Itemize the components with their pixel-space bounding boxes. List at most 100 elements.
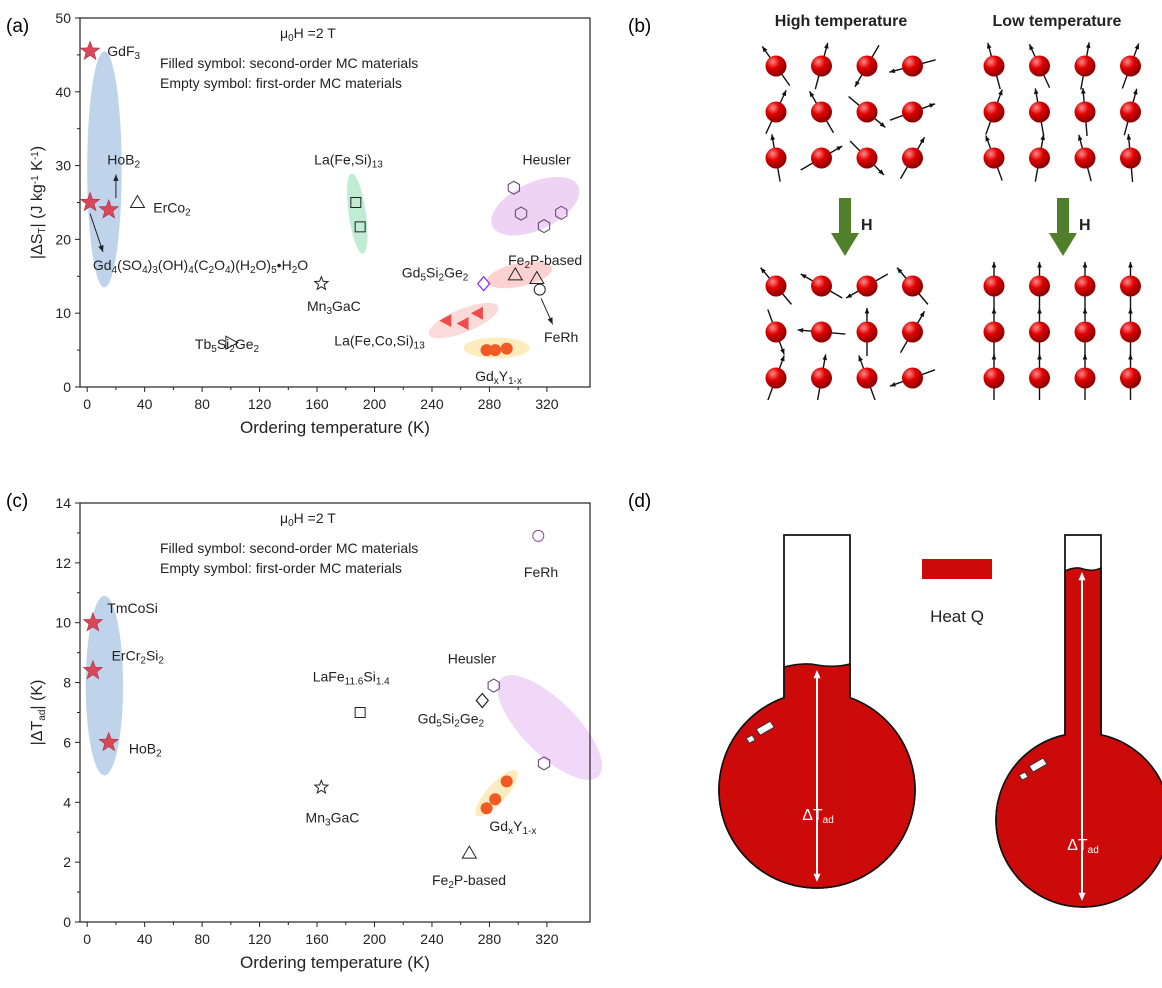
text-part: 13 — [372, 159, 384, 170]
data-point-circle-open — [532, 529, 545, 542]
spin-sphere — [1120, 101, 1141, 123]
y-tick-label: 2 — [63, 854, 71, 870]
point-label: Gd5Si2Ge2 — [418, 710, 485, 729]
point-label: Mn3GaC — [306, 809, 360, 828]
text-part: Si — [442, 710, 454, 726]
text-part: 4 — [225, 265, 231, 276]
text-part: Si — [146, 648, 158, 664]
group-ellipse — [87, 51, 122, 288]
text-part: 2 — [156, 748, 162, 759]
point-label: FeRh — [544, 329, 578, 345]
text-part: x — [508, 826, 513, 837]
arrow-head — [919, 311, 925, 318]
x-tick-label: 320 — [535, 931, 559, 947]
data-point-star-open — [313, 778, 330, 795]
annotation-arrow — [89, 213, 104, 253]
point-label: Fe2P-based — [432, 872, 506, 891]
arrow-head — [1126, 134, 1132, 140]
arrow-head — [1082, 308, 1088, 314]
glare-mark — [1018, 771, 1029, 781]
point-label: LaFe11.6Si1.4 — [313, 669, 390, 688]
spin-sphere — [983, 275, 1005, 297]
data-point-circle — [500, 342, 513, 355]
data-point-triangle — [507, 266, 524, 281]
text-part: ad — [823, 815, 834, 826]
arrow-head — [855, 80, 860, 87]
arrow-head — [809, 91, 815, 98]
text-part: (SO — [117, 257, 142, 273]
y-tick-label: 0 — [63, 379, 71, 395]
spin-sphere — [856, 147, 878, 169]
arrow-head — [797, 328, 804, 333]
thermometer-frame — [718, 534, 916, 889]
arrow-head — [864, 308, 870, 314]
x-tick-label: 160 — [305, 931, 329, 947]
data-point-triangle-left — [439, 314, 452, 328]
text-part: La(Fe,Co,Si) — [334, 333, 413, 349]
spin-sphere — [1074, 147, 1096, 169]
text-part: 2 — [229, 344, 235, 355]
point-label: La(Fe,Co,Si)13 — [334, 333, 425, 352]
glare-mark — [755, 720, 775, 736]
arrow-head — [547, 317, 553, 325]
text-part: 2 — [209, 265, 215, 276]
y-tick-label: 20 — [55, 231, 71, 247]
point-label: Gd5Si2Ge2 — [402, 265, 469, 284]
data-point-star — [82, 659, 104, 680]
spin-sphere — [1074, 275, 1096, 297]
spin-sphere — [1074, 55, 1096, 77]
heat-legend-swatch — [922, 559, 992, 579]
point-label: GdxY1-x — [489, 818, 536, 837]
x-tick-label: 0 — [83, 396, 91, 412]
spin-sphere — [811, 367, 832, 389]
x-axis-label: Ordering temperature (K) — [240, 418, 430, 437]
spin-sphere — [1029, 321, 1050, 343]
panel-d-label: (d) — [628, 491, 652, 512]
panel-c-label: (c) — [6, 491, 29, 512]
arrow-head — [878, 169, 884, 175]
y-tick-label: 10 — [55, 305, 71, 321]
x-tick-label: 200 — [363, 931, 387, 947]
arrow-head — [991, 262, 997, 268]
y-tick-label: 4 — [63, 794, 71, 810]
text-part: 2 — [448, 880, 454, 891]
spin-sphere — [856, 101, 878, 123]
spin-sphere — [856, 55, 878, 77]
arrow-head — [824, 42, 829, 49]
text-part: 2 — [292, 265, 298, 276]
text-part: |ΔS — [29, 234, 46, 260]
arrow-head — [836, 146, 843, 151]
symbol-note: Filled symbol: second-order MC materials — [160, 540, 418, 556]
point-label: Heusler — [522, 152, 571, 168]
text-part: O — [297, 257, 308, 273]
spin-sphere — [1074, 101, 1096, 123]
x-tick-label: 80 — [194, 931, 210, 947]
text-part: H =2 T — [294, 25, 337, 41]
text-part: (C — [194, 257, 209, 273]
data-point-star — [98, 199, 120, 219]
text-part: Gd — [418, 710, 437, 726]
symbol-note: Empty symbol: first-order MC materials — [160, 560, 402, 576]
spin-sphere — [902, 101, 923, 123]
x-axis-label: Ordering temperature (K) — [240, 953, 430, 972]
spin-sphere — [811, 55, 832, 77]
x-tick-label: 280 — [478, 396, 502, 412]
x-tick-label: 80 — [194, 396, 210, 412]
text-part: Mn — [306, 809, 325, 825]
text-part: 1.4 — [376, 676, 390, 687]
arrow-head — [1128, 262, 1133, 268]
data-point-circle — [480, 802, 493, 815]
delta-t-label: ΔTad — [1067, 837, 1099, 856]
point-label: FeRh — [524, 564, 558, 580]
data-point-circle — [489, 793, 502, 806]
spin-sphere — [1074, 367, 1096, 389]
text-part: ΔT — [802, 807, 823, 824]
data-point-circle-open — [533, 283, 546, 296]
spin-sphere — [1029, 367, 1050, 389]
text-part: ) — [29, 146, 46, 151]
x-tick-label: 200 — [363, 396, 387, 412]
arrow-head — [998, 89, 1003, 96]
arrow-head — [770, 134, 776, 141]
data-point-hexagon — [487, 678, 500, 693]
spin-sphere — [1029, 275, 1050, 297]
